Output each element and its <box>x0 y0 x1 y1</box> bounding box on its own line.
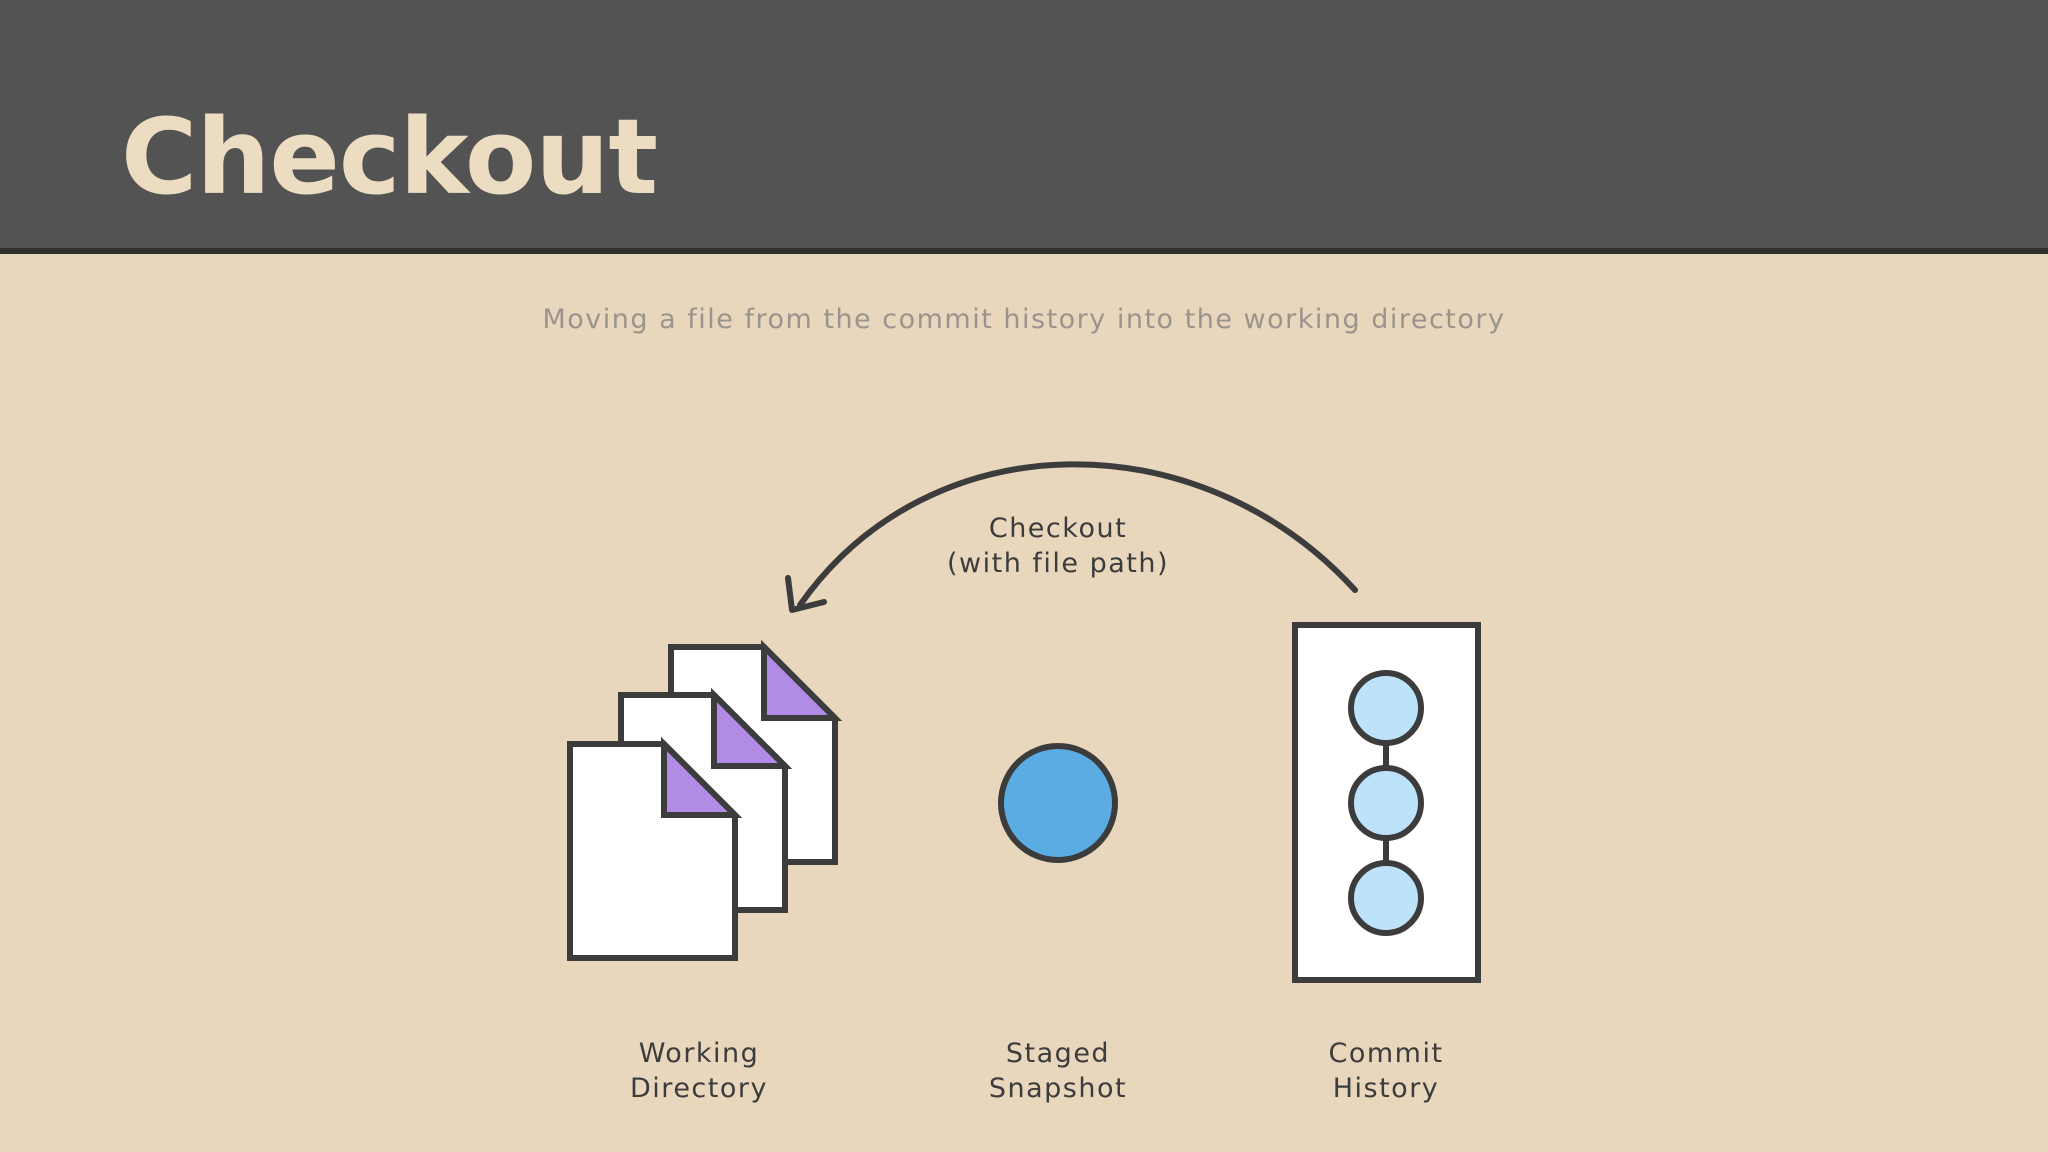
commit-history-label-line2: History <box>1332 1073 1440 1104</box>
commit-node-icon <box>1348 860 1424 936</box>
commit-history-icon <box>1292 622 1481 983</box>
document-front <box>567 736 743 961</box>
working-directory-label: Working Directory <box>549 1036 849 1106</box>
slide-title: Checkout <box>121 96 658 218</box>
commit-node-icon <box>1348 765 1424 841</box>
staged-snapshot-label-line2: Snapshot <box>988 1073 1128 1104</box>
commit-history-label-line1: Commit <box>1328 1038 1444 1069</box>
arrow-label-line1: Checkout <box>988 513 1128 544</box>
checkout-arrow-curve <box>797 461 1358 608</box>
arrow-label: Checkout (with file path) <box>908 511 1208 581</box>
staged-snapshot-label: Staged Snapshot <box>908 1036 1208 1106</box>
commit-node-icon <box>1348 670 1424 746</box>
arrow-label-line2: (with file path) <box>946 548 1170 579</box>
slide-header: Checkout <box>0 0 2048 254</box>
staged-snapshot-circle-icon <box>998 743 1118 863</box>
working-directory-label-line1: Working <box>638 1038 760 1069</box>
checkout-arrow <box>785 461 1358 613</box>
slide-subtitle: Moving a file from the commit history in… <box>542 304 1506 335</box>
staged-snapshot-label-line1: Staged <box>1005 1038 1111 1069</box>
arrow-head-icon <box>785 575 827 613</box>
working-directory-label-line2: Directory <box>630 1073 768 1104</box>
commit-history-label: Commit History <box>1236 1036 1536 1106</box>
documents-stack-icon <box>567 639 843 961</box>
